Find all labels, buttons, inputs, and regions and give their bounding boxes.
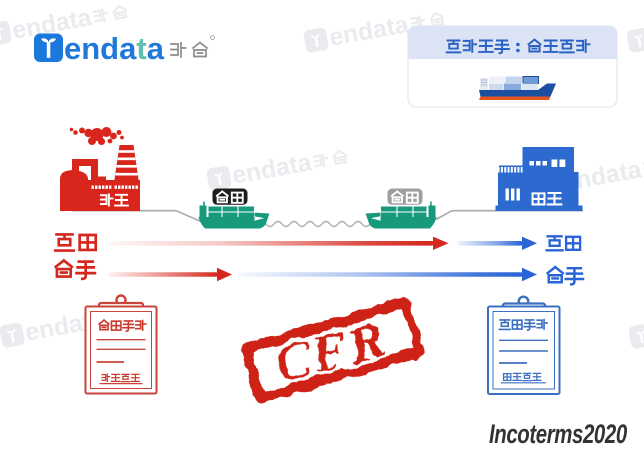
svg-text:endata: endata bbox=[64, 31, 165, 66]
svg-text:Incoterms2020: Incoterms2020 bbox=[489, 419, 628, 449]
